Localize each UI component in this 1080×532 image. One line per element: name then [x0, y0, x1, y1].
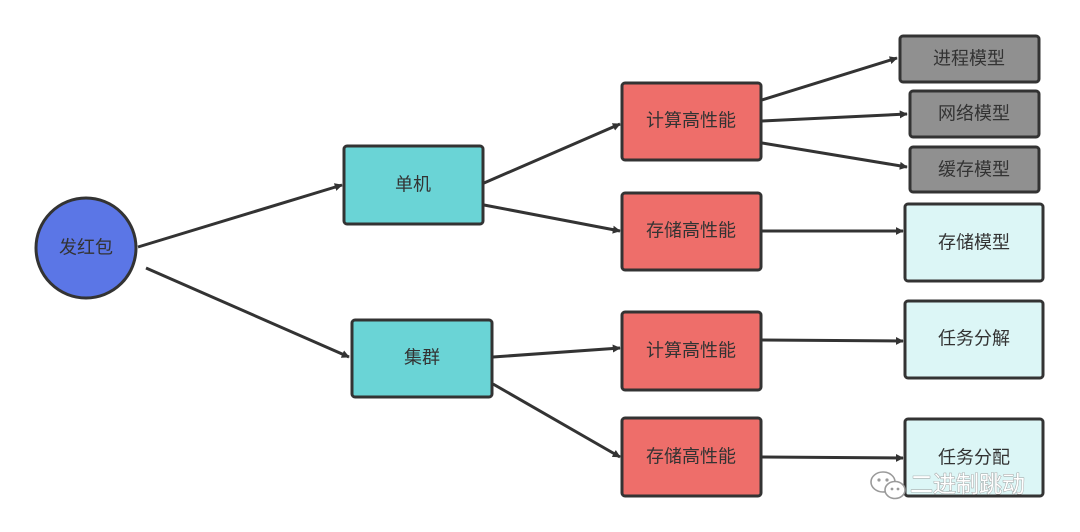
process-model-label: 进程模型	[933, 49, 1005, 70]
edge-compute-cache	[761, 141, 908, 170]
edge-cluster-storage	[492, 382, 621, 459]
standalone-node: 单机	[342, 144, 485, 226]
standalone-compute-label: 计算高性能	[646, 111, 736, 132]
task-assign-node: 任务分配	[903, 417, 1045, 498]
cluster-compute-node: 计算高性能	[620, 310, 763, 392]
connectors	[137, 56, 908, 462]
cluster-node-label: 集群	[404, 348, 440, 369]
task-decompose-node: 任务分解	[903, 299, 1045, 380]
cluster-compute-label: 计算高性能	[646, 341, 736, 362]
standalone-compute-node: 计算高性能	[620, 81, 763, 162]
watermark-text: 二进制跳动	[910, 472, 1025, 498]
edge-compute-process	[761, 56, 898, 102]
cluster-storage-label: 存储高性能	[646, 447, 736, 468]
cache-model-node: 缓存模型	[908, 145, 1041, 194]
edge-cluster-compute	[492, 344, 621, 359]
edge-root-cluster	[145, 266, 350, 359]
edge-compute-network	[761, 110, 908, 123]
root-node-label: 发红包	[59, 238, 113, 259]
edge-standalone-storage	[483, 203, 621, 234]
task-decompose-label: 任务分解	[938, 329, 1010, 350]
storage-model-label: 存储模型	[938, 233, 1010, 254]
edge-storage-task-assign	[761, 453, 904, 462]
edge-standalone-compute	[483, 122, 621, 185]
standalone-storage-node: 存储高性能	[620, 191, 763, 272]
standalone-node-label: 单机	[395, 175, 431, 196]
cluster-storage-node: 存储高性能	[620, 416, 763, 498]
root-node: 发红包	[34, 196, 138, 300]
edge-root-standalone	[137, 183, 343, 249]
process-model-node: 进程模型	[898, 34, 1041, 84]
cluster-node: 集群	[350, 318, 494, 399]
network-model-label: 网络模型	[938, 104, 1010, 125]
cache-model-label: 缓存模型	[938, 160, 1010, 181]
network-model-node: 网络模型	[908, 89, 1041, 139]
storage-model-node: 存储模型	[903, 202, 1045, 283]
edge-compute-task-decompose	[761, 336, 904, 345]
standalone-storage-label: 存储高性能	[646, 221, 736, 242]
watermark: 二进制跳动	[870, 471, 1025, 500]
task-assign-label: 任务分配	[938, 448, 1010, 469]
wechat-icon	[870, 471, 906, 500]
